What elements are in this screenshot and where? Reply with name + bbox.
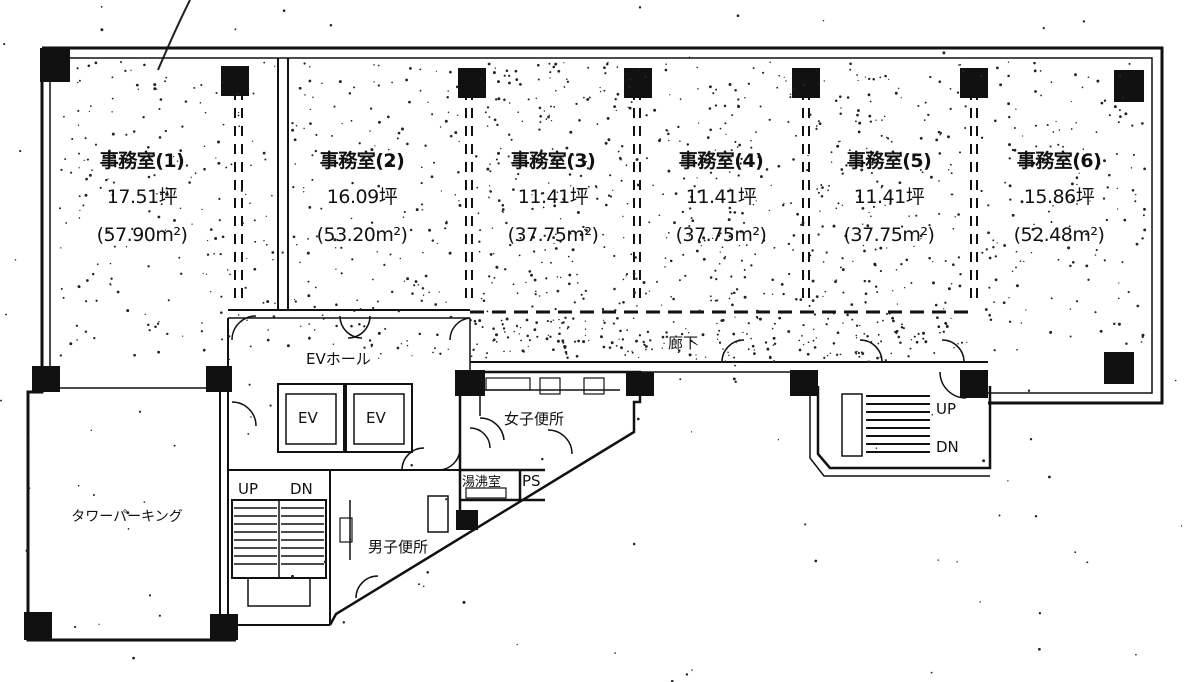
- leader-line: [157, 0, 191, 71]
- stair-1-up-label: UP: [238, 480, 259, 498]
- door-swings: [231, 315, 967, 599]
- office-5-tsubo: 11.41坪: [853, 186, 925, 208]
- pantry-label: 湯沸室: [462, 475, 502, 490]
- elevator-1-label: EV: [298, 409, 318, 427]
- stair-treads-1: [234, 507, 324, 565]
- office-2-tsubo: 16.09坪: [326, 186, 398, 208]
- office-4-name: 事務室(4): [678, 150, 764, 172]
- office-4-tsubo: 11.41坪: [685, 186, 757, 208]
- office-1-tsubo: 17.51坪: [106, 186, 178, 208]
- office-6-tsubo: 15.86坪: [1023, 186, 1095, 208]
- stair-1-dn-label: DN: [290, 480, 313, 498]
- elevator-2-label: EV: [366, 409, 386, 427]
- office-4-sqm: (37.75m²): [675, 224, 767, 246]
- office-6-name: 事務室(6): [1016, 150, 1102, 172]
- office-3-tsubo: 11.41坪: [517, 186, 589, 208]
- office-2-sqm: (53.20m²): [316, 224, 408, 246]
- corridor-label: 廊下: [668, 334, 699, 352]
- office-1-sqm: (57.90m²): [96, 224, 188, 246]
- stair-2-up-label: UP: [936, 400, 957, 418]
- pipe-shaft-label: PS: [522, 472, 541, 490]
- stair-treads-2: [866, 395, 930, 453]
- office-2-name: 事務室(2): [319, 150, 405, 172]
- womens-restroom-label: 女子便所: [504, 410, 565, 428]
- office-5-sqm: (37.75m²): [843, 224, 935, 246]
- tower-parking-label: タワーパーキング: [71, 509, 183, 525]
- structural-columns: [24, 48, 1144, 640]
- office-partitions: [227, 58, 988, 640]
- office-3-sqm: (37.75m²): [507, 224, 599, 246]
- emergency-stair: [809, 386, 992, 477]
- speckle-texture: [0, 5, 1183, 682]
- ev-hall-label: EVホール: [306, 350, 371, 368]
- wet-core: [328, 370, 642, 626]
- core: [228, 383, 460, 626]
- office-5-name: 事務室(5): [846, 150, 932, 172]
- stair-2-dn-label: DN: [936, 438, 959, 456]
- mens-restroom-label: 男子便所: [368, 538, 429, 556]
- outer-walls: [26, 46, 1164, 642]
- office-6-sqm: (52.48m²): [1013, 224, 1105, 246]
- office-1-name: 事務室(1): [99, 150, 185, 172]
- office-3-name: 事務室(3): [510, 150, 596, 172]
